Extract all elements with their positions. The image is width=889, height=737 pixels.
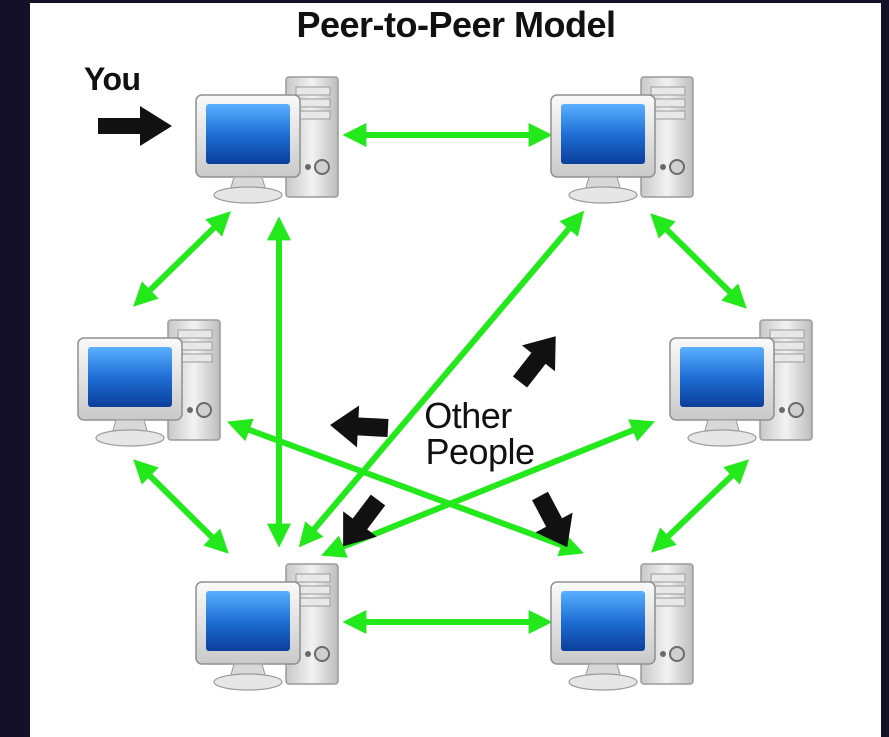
connection-arrows (133, 123, 749, 634)
pointer-arrow-up-right (512, 336, 556, 388)
link-topright-middleright (650, 213, 747, 309)
link-you-middleleft (133, 211, 231, 307)
link-middleleft-bottomleft (133, 459, 229, 554)
diagram-title: Peer-to-Peer Model (296, 4, 615, 45)
other-people-label-line1: Other (424, 395, 512, 436)
other-people-pointers (330, 336, 573, 548)
pointer-arrow-left (330, 405, 389, 448)
pointer-arrow-down-left (343, 494, 386, 547)
you-pointer-arrow (98, 106, 172, 146)
link-middleright-bottomright (651, 459, 749, 553)
other-people-label-line2: People (425, 431, 534, 472)
you-label: You (84, 61, 141, 97)
link-middleright-bottomleft (321, 419, 655, 558)
pointer-arrow-down-right (532, 491, 573, 548)
